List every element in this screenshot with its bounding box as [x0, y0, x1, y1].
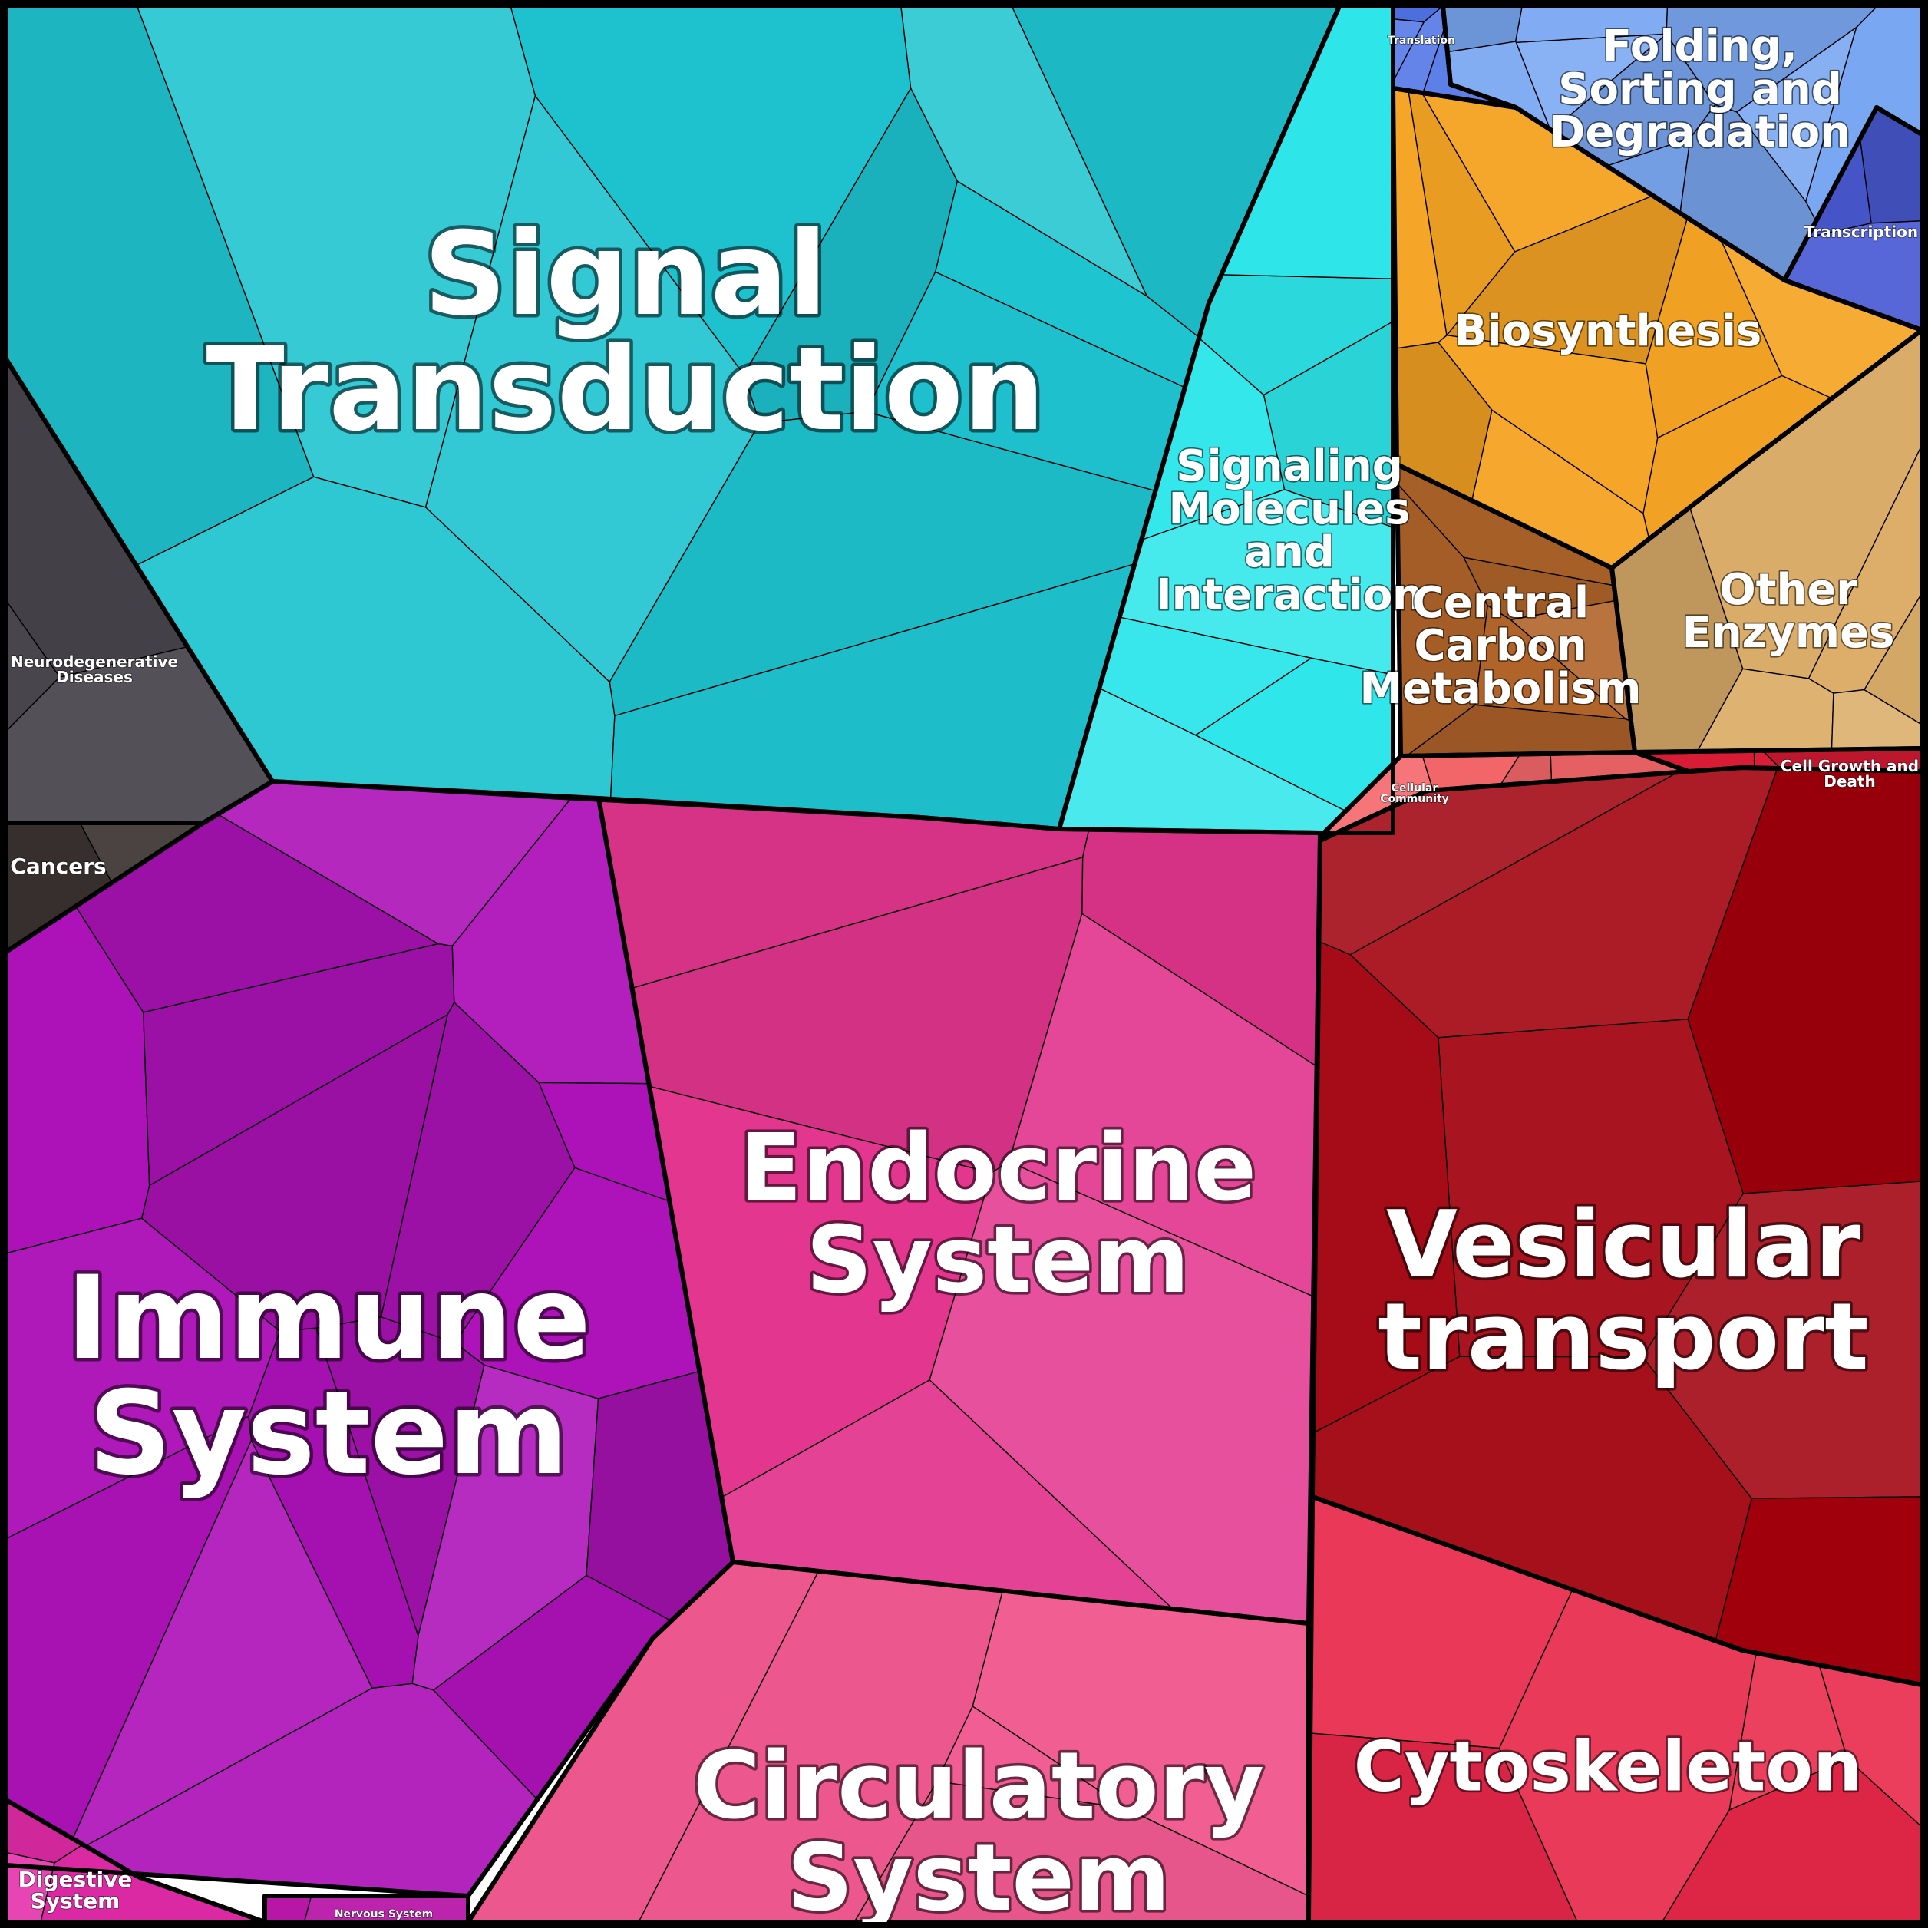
biosynthesis-label-line: Biosynthesis — [1454, 306, 1762, 356]
other-enzymes-label-line: Enzymes — [1682, 608, 1895, 658]
translation-label: Translation — [1388, 35, 1455, 47]
folding-sorting-degradation-label-line: Sorting and — [1558, 64, 1842, 114]
circulatory-system-label-line: System — [787, 1825, 1170, 1928]
circulatory-system-cell — [936, 1705, 1126, 1809]
cancers-label-line: Cancers — [10, 854, 106, 879]
signal-transduction-label-line: Transduction — [206, 323, 1045, 457]
folding-sorting-degradation-label-line: Folding, — [1603, 21, 1798, 71]
transcription-label: Transcription — [1804, 223, 1918, 241]
digestive-system-label-line: System — [31, 1888, 121, 1914]
circulatory-system-label-line: Circulatory — [693, 1733, 1264, 1840]
endocrine-system-region — [598, 798, 1321, 1624]
cell-growth-and-death-label-line: Cell Growth and — [1781, 757, 1919, 775]
central-carbon-metabolism-label-line: Central — [1412, 578, 1589, 628]
cellular-community-label-line: Cellular — [1392, 782, 1438, 794]
central-carbon-metabolism-region — [1396, 463, 1636, 757]
central-carbon-metabolism-cell — [1474, 604, 1628, 720]
signaling-molecules-label-line: Molecules — [1169, 484, 1411, 534]
vesicular-transport-region — [1312, 767, 1923, 1686]
cellular-community-label-line: Community — [1380, 793, 1449, 805]
digestive-system-label-line: Digestive — [18, 1867, 133, 1892]
neurodegenerative-diseases-region — [5, 357, 273, 824]
nervous-system-cell — [264, 1895, 312, 1923]
nervous-system-label-line: Nervous System — [335, 1908, 433, 1920]
cellular-community-boundary — [1318, 750, 1691, 843]
cell-growth-and-death-label-line: Death — [1824, 772, 1875, 791]
signaling-molecules-label-line: Signaling — [1176, 441, 1403, 491]
endocrine-system-label-line: Endocrine — [739, 1115, 1256, 1222]
central-carbon-metabolism-label-line: Carbon — [1415, 621, 1587, 671]
other-enzymes-label-line: Other — [1719, 565, 1857, 615]
endocrine-system-label-line: System — [806, 1207, 1190, 1314]
other-enzymes-region — [1611, 329, 1923, 753]
transcription-region — [1784, 107, 1923, 331]
neurodegenerative-diseases-label-line: Neurodegenerative — [11, 652, 178, 671]
signaling-molecules-region — [1058, 5, 1394, 834]
immune-system-label-line: Immune — [66, 1252, 591, 1385]
signal-transduction-region — [5, 5, 1341, 830]
biosynthesis-region — [1392, 88, 1923, 569]
nervous-system-label: Nervous System — [335, 1908, 433, 1920]
cancers-label: Cancers — [10, 854, 106, 879]
translation-label-line: Translation — [1388, 35, 1455, 47]
cytoskeleton-label: Cytoskeleton — [1354, 1726, 1862, 1807]
biosynthesis-label: Biosynthesis — [1454, 306, 1762, 356]
folding-sorting-degradation-label-line: Degradation — [1550, 107, 1850, 157]
vesicular-transport-label-line: transport — [1378, 1284, 1868, 1391]
immune-system-label-line: System — [89, 1367, 569, 1501]
signaling-molecules-label-line: Interaction — [1156, 570, 1423, 620]
vesicular-transport-label-line: Vesicular — [1386, 1192, 1860, 1299]
signaling-molecules-label-line: and — [1244, 527, 1335, 577]
signal-transduction-cell — [424, 94, 761, 683]
vesicular-transport-cell — [1312, 940, 1461, 1435]
transcription-label-line: Transcription — [1804, 223, 1918, 241]
immune-system-region — [5, 781, 734, 1897]
signal-transduction-label-line: Signal — [424, 208, 827, 342]
neurodegenerative-diseases-label-line: Diseases — [56, 668, 133, 686]
central-carbon-metabolism-label-line: Metabolism — [1360, 664, 1642, 714]
folding-sorting-degradation-region — [1442, 5, 1923, 281]
cytoskeleton-label-line: Cytoskeleton — [1354, 1726, 1862, 1807]
